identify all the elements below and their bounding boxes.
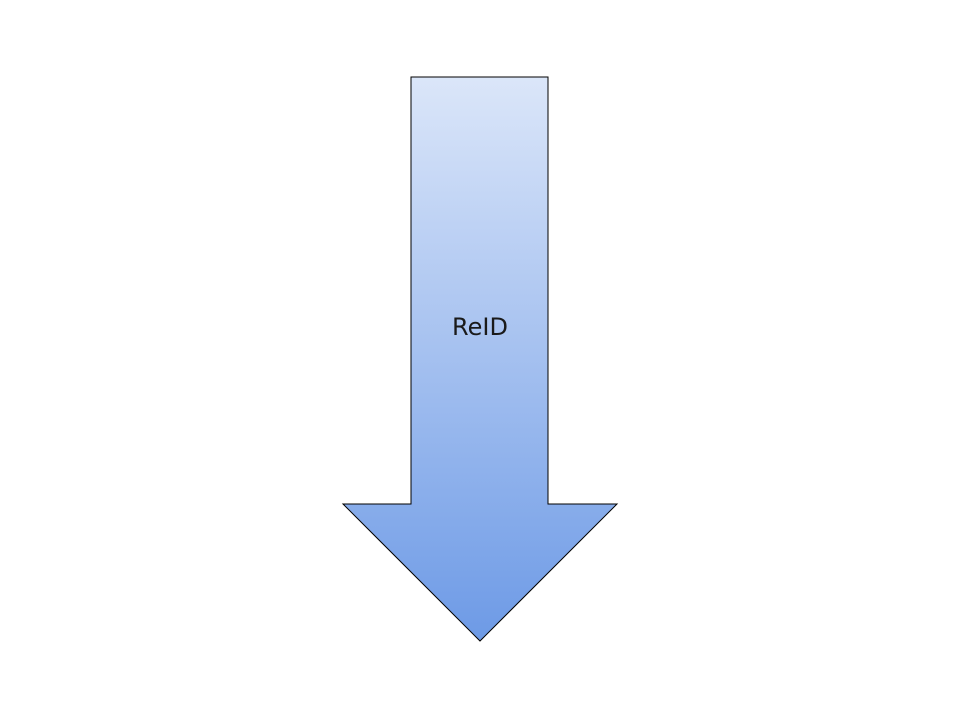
down-arrow-shape bbox=[341, 76, 619, 642]
arrow-label: ReID bbox=[452, 313, 508, 341]
